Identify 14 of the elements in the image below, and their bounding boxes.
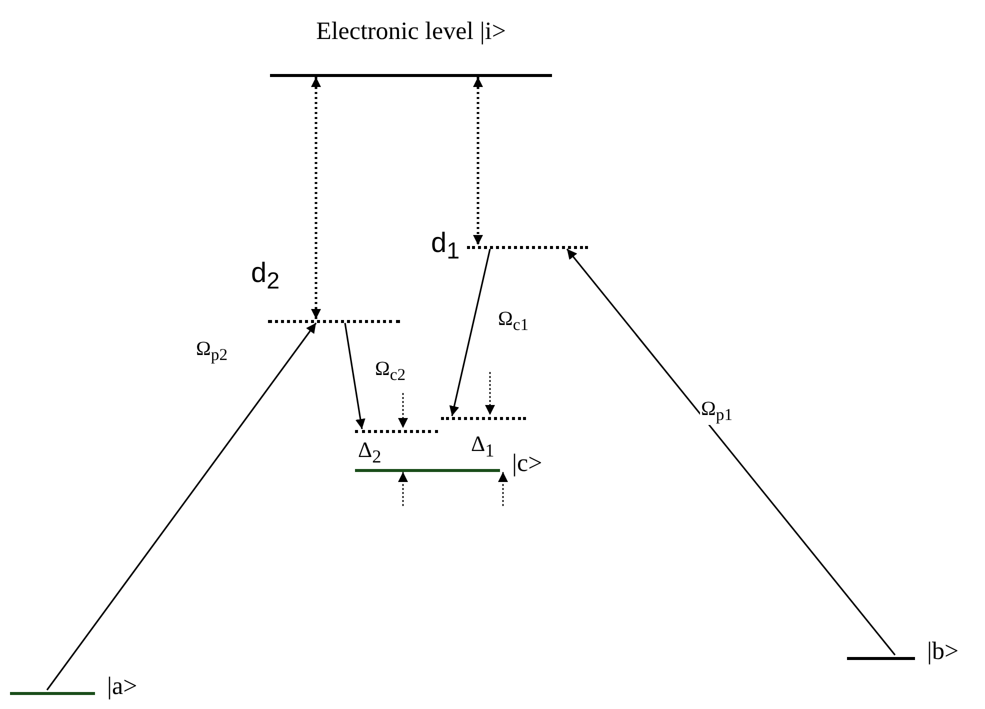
transition-arrow: [46, 322, 317, 690]
level-label: |b>: [927, 639, 959, 664]
transition-arrow: [449, 248, 491, 416]
transition-arrow: [344, 322, 366, 430]
transition-arrow: [311, 77, 321, 319]
level-label: Electronic level |i>: [315, 19, 507, 44]
level-label: |a>: [107, 674, 138, 699]
transition-arrow: [566, 248, 896, 656]
virtual-level-line: [268, 320, 400, 323]
virtual-level-line: [467, 246, 588, 249]
virtual-level-line: [441, 417, 526, 420]
level-label: |c>: [512, 451, 542, 476]
transition-arrow: [473, 77, 483, 245]
virtual-level-line: [355, 430, 438, 433]
